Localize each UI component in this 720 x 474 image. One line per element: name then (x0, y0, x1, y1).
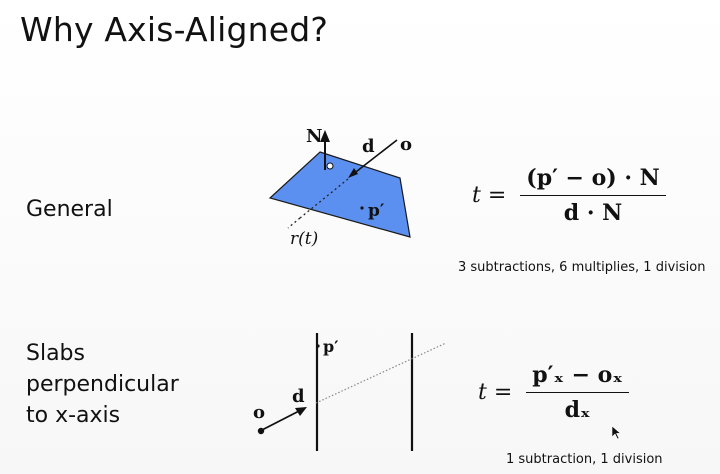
slab-point-label: p′ (323, 337, 338, 356)
slabs-label-line-3: to x-axis (26, 403, 121, 428)
plane-shape (268, 151, 411, 238)
slabs-label-line-1: Slabs (26, 341, 85, 366)
slabs-eq-denominator: dₓ (564, 397, 591, 423)
slabs-figure: p′ d o (253, 333, 447, 451)
slabs-eq-numerator: p′ₓ − oₓ (526, 362, 629, 393)
general-eq-numerator: (p′ − o) · N (520, 165, 666, 196)
slabs-eq-lhs: t = (478, 380, 513, 405)
cursor-arrow-icon (612, 426, 622, 440)
general-eq-lhs: t = (472, 183, 507, 208)
slab-direction-label: d (292, 386, 305, 407)
slab-point-dot (316, 344, 320, 348)
general-eq-denominator: d · N (563, 200, 623, 226)
ray-label: r(t) (290, 229, 318, 249)
ray-direction-arrow (287, 139, 398, 229)
general-cost-note: 3 subtractions, 6 multiplies, 1 division (458, 260, 706, 275)
normal-arrow (320, 130, 334, 170)
general-eq-fraction: (p′ − o) · N d · N (520, 165, 666, 226)
slabs-equation: t = p′ₓ − oₓ dₓ (478, 362, 629, 423)
slabs-eq-fraction: p′ₓ − oₓ dₓ (526, 362, 629, 423)
slabs-label: Slabs perpendicular to x-axis (26, 338, 179, 431)
origin-label: o (400, 134, 412, 155)
slab-direction-arrowhead (295, 407, 307, 416)
general-equation: t = (p′ − o) · N d · N (472, 165, 666, 226)
general-label: General (26, 197, 113, 222)
intersection-point (360, 206, 364, 210)
slab-ray-dotted (315, 342, 447, 404)
point-label: p′ (368, 201, 385, 221)
page-title: Why Axis-Aligned? (20, 10, 329, 49)
direction-label: d (362, 136, 375, 157)
normal-label: N (306, 126, 322, 147)
slabs-cost-note: 1 subtraction, 1 division (506, 452, 663, 467)
slabs-label-line-2: perpendicular (26, 372, 179, 397)
slab-origin-label: o (253, 402, 265, 423)
